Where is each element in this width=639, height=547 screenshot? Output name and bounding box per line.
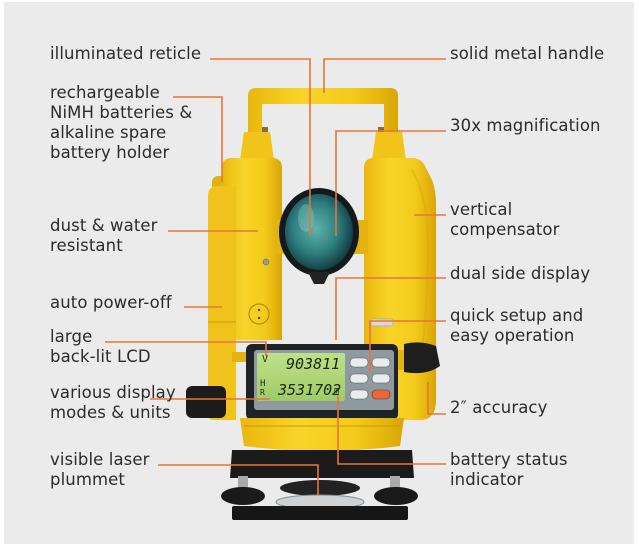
callout-batteries: rechargeable NiMH batteries & alkaline s… <box>50 83 193 162</box>
lcd-row2-sub: R <box>260 388 265 397</box>
callout-metal-handle: solid metal handle <box>450 44 605 63</box>
lcd-row2-label: H <box>260 379 266 389</box>
lcd-row2-value: 3531702 <box>278 381 342 399</box>
telescope <box>276 188 368 284</box>
callout-display-modes: various display modes & units <box>50 383 176 422</box>
callout-illuminated-reticle: illuminated reticle <box>50 44 202 63</box>
callout-backlit-lcd: large back-lit LCD <box>50 327 151 366</box>
callout-magnification: 30x magnification <box>450 116 601 135</box>
callout-vertical-compensator: vertical compensator <box>450 200 560 239</box>
callout-quick-setup: quick setup and easy operation <box>450 306 584 345</box>
lcd-row1-value: 903811 <box>286 355 341 373</box>
left-standard <box>208 158 282 420</box>
callout-dust-water: dust & water resistant <box>50 216 158 255</box>
tribrach <box>221 450 418 520</box>
callout-battery-status: battery status indicator <box>450 450 568 489</box>
handle <box>240 88 406 160</box>
callout-auto-power-off: auto power-off <box>50 293 172 312</box>
display-housing <box>186 342 440 451</box>
callout-laser-plummet: visible laser plummet <box>50 450 150 489</box>
callout-dual-display: dual side display <box>450 264 591 283</box>
lcd-row1-label: V <box>262 354 269 365</box>
lcd-unit: m <box>334 386 340 396</box>
leader-lines <box>105 58 446 495</box>
callout-accuracy: 2″ accuracy <box>450 398 548 417</box>
